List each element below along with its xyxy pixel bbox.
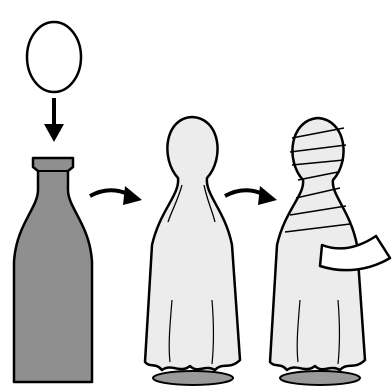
balloon-icon bbox=[27, 22, 81, 92]
right-arrow-icon bbox=[90, 186, 142, 205]
step-1-balloon-and-bottle bbox=[14, 22, 92, 382]
step-3-bandaged-figure bbox=[270, 118, 390, 385]
step-2-cloth-draped bbox=[145, 117, 240, 385]
right-arrow-icon bbox=[225, 186, 277, 205]
cloth-icon bbox=[270, 118, 365, 370]
cloth-icon bbox=[145, 117, 240, 370]
base-shadow bbox=[153, 371, 233, 385]
down-arrow-icon bbox=[44, 98, 64, 142]
base-shadow bbox=[280, 371, 360, 385]
bottle-icon bbox=[14, 158, 92, 382]
